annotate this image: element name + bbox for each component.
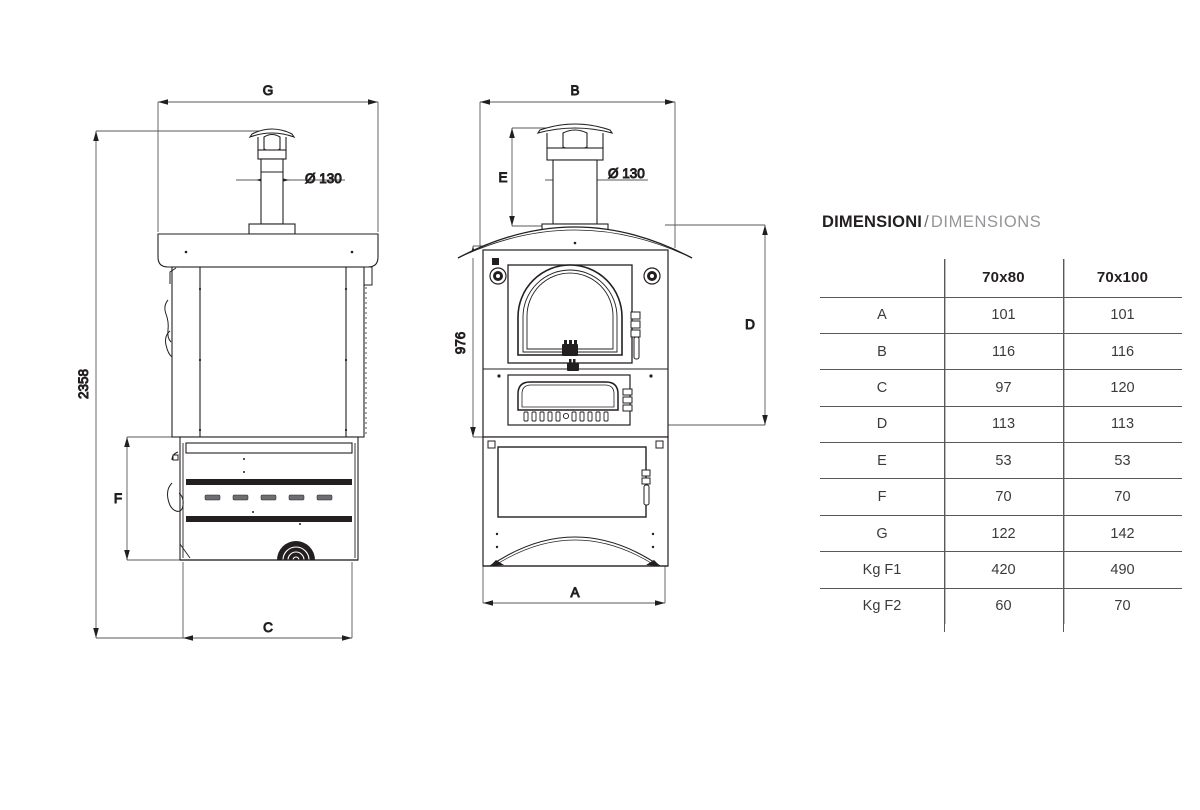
cell-70x80: 70 [944,478,1063,516]
hinge-strip-left [164,267,177,358]
door-latch [633,336,640,360]
row-label: Kg F2 [820,587,944,625]
cell-70x80: 101 [944,296,1063,334]
dimensions-title-it: DIMENSIONI [822,213,923,231]
label-b: B [570,83,579,98]
wood-store [482,436,669,567]
chimney-pipe [257,149,287,225]
badge-marker [492,258,499,265]
cell-70x100: 113 [1063,405,1182,443]
center-latch [567,359,579,371]
row-label: C [820,369,944,407]
oven-body-side [171,266,365,438]
base-apron [489,536,661,567]
cell-70x80: 113 [944,405,1063,443]
dimension-total-height [93,130,286,639]
row-label: B [820,332,944,370]
cell-70x100: 490 [1063,551,1182,589]
dimensions-title: DIMENSIONI/DIMENSIONS [822,214,1182,231]
row-label: Kg F1 [820,551,944,589]
door-handle [562,340,578,356]
cell-70x80: 53 [944,442,1063,479]
label-d: D [745,317,755,332]
label-c: C [263,620,273,635]
table-header-row: 70x80 70x100 [820,259,1182,298]
oven-door-glass [517,264,623,356]
door-knob-right [643,267,661,285]
cell-70x80: 122 [944,514,1063,552]
body-rivets [198,287,348,432]
row-label: G [820,514,944,552]
label-flue-diameter: Ø 130 [305,171,342,186]
dimensions-title-separator: / [924,213,929,231]
row-label: E [820,442,944,479]
row-label: D [820,405,944,443]
firebox-hinge [622,388,633,412]
cell-70x80: 420 [944,551,1063,589]
column-header-70x100: 70x100 [1063,259,1182,298]
cell-70x80: 97 [944,369,1063,407]
door-knob-left [489,267,507,285]
dimensions-title-en: DIMENSIONS [930,213,1042,231]
wheel [277,541,315,561]
cell-70x100: 116 [1063,332,1182,370]
label-e: E [498,170,507,185]
label-g: G [263,83,274,98]
cell-70x80: 60 [944,587,1063,625]
row-label: A [820,296,944,334]
label-oven-height: 976 [453,332,468,355]
cell-70x100: 53 [1063,442,1182,479]
air-vents [523,411,609,422]
column-header-70x80: 70x80 [944,259,1063,298]
door-hinge-upper [630,311,641,338]
cell-70x100: 120 [1063,369,1182,407]
cell-70x100: 101 [1063,296,1182,334]
front-elevation-drawing: B E 976 D A Ø 130 [453,83,768,606]
dimension-c [182,562,353,641]
table-vertical-rule-1 [944,270,946,633]
hood-top [157,233,379,268]
wood-store-hinge [641,469,651,485]
cell-70x100: 70 [1063,478,1182,516]
label-flue-diameter: Ø 130 [608,166,645,181]
wood-store-latch [643,484,650,506]
handle-left [167,451,184,512]
dimension-g [157,99,379,232]
vent-slots [204,494,333,501]
cell-70x80: 116 [944,332,1063,370]
column-header-label [820,259,944,298]
cell-70x100: 142 [1063,514,1182,552]
label-a: A [570,585,579,600]
dimension-e [509,127,570,227]
dimension-b [479,99,676,248]
label-f: F [114,491,122,506]
flue-base-plate [248,223,296,235]
chimney-cap [536,123,614,154]
table-vertical-rule-2 [1063,270,1065,633]
row-label: F [820,478,944,516]
chimney-pipe [546,147,604,225]
dimension-d [665,224,768,426]
label-total-height: 2358 [76,369,91,399]
cell-70x100: 70 [1063,587,1182,625]
dimension-a [482,566,666,606]
side-elevation-drawing: G C F 2358 Ø 130 [76,83,379,641]
